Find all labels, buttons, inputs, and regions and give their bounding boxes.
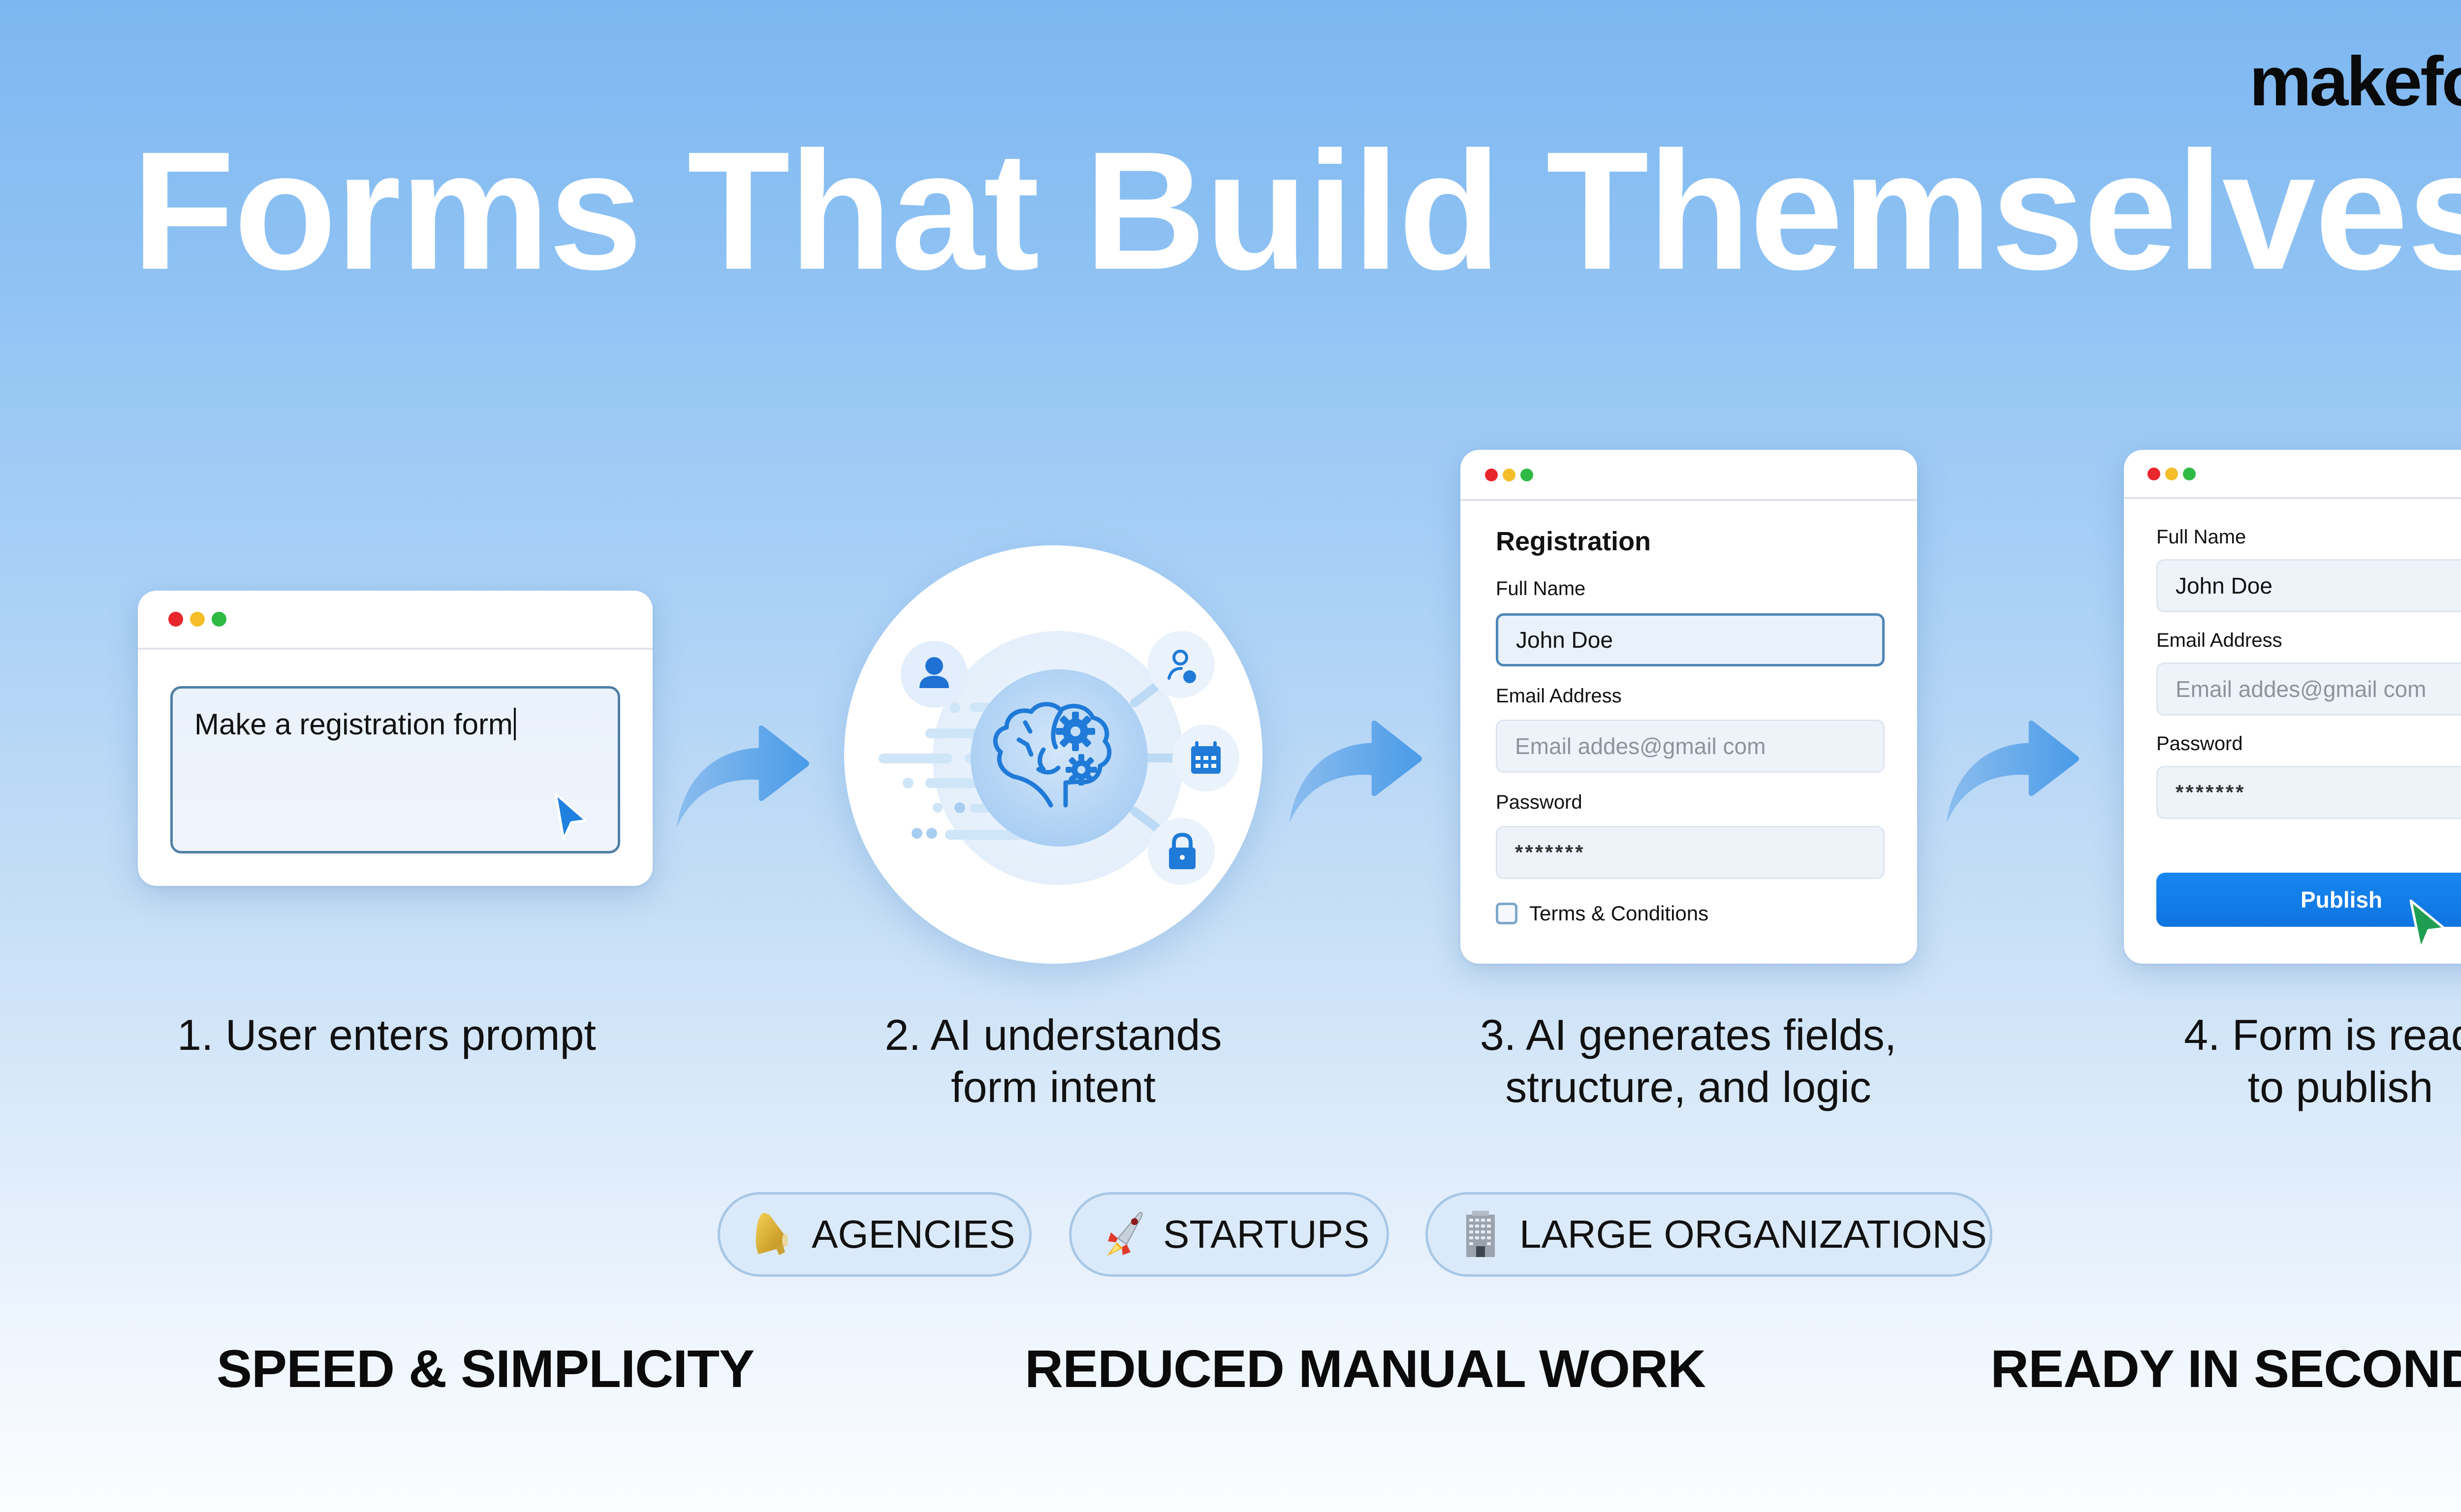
user-settings-icon xyxy=(1148,631,1215,698)
step-2-caption-line-2: form intent xyxy=(951,1063,1156,1111)
window-controls xyxy=(2147,468,2196,480)
window-titlebar xyxy=(138,591,653,650)
prompt-text: Make a registration form xyxy=(194,707,516,741)
step-4-caption-line-2: to publish xyxy=(2247,1063,2433,1111)
flow-arrow-icon xyxy=(1289,720,1422,823)
brain-gears-icon xyxy=(993,702,1112,808)
brand-name: makeforms xyxy=(2249,42,2461,121)
prompt-value: Make a registration form xyxy=(194,708,513,741)
gears-icon xyxy=(1056,712,1097,786)
user-icon xyxy=(901,641,968,708)
lock-icon xyxy=(1148,818,1215,885)
terms-label: Terms & Conditions xyxy=(1529,902,1709,925)
megaphone-icon xyxy=(756,1213,788,1255)
rocket-icon xyxy=(1107,1212,1143,1256)
full-name-label: Full Name xyxy=(1496,578,1586,599)
window-controls xyxy=(1485,469,1533,481)
email-label: Email Address xyxy=(1496,685,1622,707)
maximize-window-dot[interactable] xyxy=(212,612,226,627)
email-label: Email Address xyxy=(2156,630,2282,651)
audience-label: AGENCIES xyxy=(812,1212,1015,1256)
full-name-input[interactable]: John Doe xyxy=(1496,613,1885,666)
window-controls xyxy=(168,612,226,627)
audience-label: STARTUPS xyxy=(1163,1212,1370,1256)
window-titlebar xyxy=(1460,450,1917,501)
form-heading: Registration xyxy=(1496,527,1651,556)
office-building-icon xyxy=(1466,1211,1495,1257)
minimize-window-dot[interactable] xyxy=(190,612,205,627)
full-name-input[interactable]: John Doe xyxy=(2156,559,2461,612)
terms-checkbox[interactable] xyxy=(1496,903,1517,924)
full-name-label: Full Name xyxy=(2156,526,2246,548)
step-4-caption-line-1: 4. Form is ready xyxy=(2184,1010,2461,1059)
prompt-input[interactable]: Make a registration form xyxy=(170,686,620,853)
minimize-window-dot[interactable] xyxy=(2165,468,2178,480)
step-4-caption: 4. Form is ready to publish xyxy=(2136,1009,2461,1113)
password-label: Password xyxy=(1496,791,1582,813)
step-1-caption-line: 1. User enters prompt xyxy=(177,1010,596,1059)
mouse-pointer-icon xyxy=(2409,899,2446,950)
close-window-dot[interactable] xyxy=(1485,469,1498,481)
step-3-caption-line-2: structure, and logic xyxy=(1505,1063,1871,1111)
email-input[interactable]: Email addes@gmail com xyxy=(1496,720,1885,773)
ai-processing-illustration xyxy=(844,545,1262,964)
step-3-caption-line-1: 3. AI generates fields, xyxy=(1480,1010,1897,1059)
ready-form-window: Full Name John Doe Email Address Email a… xyxy=(2124,450,2461,964)
mouse-pointer-icon xyxy=(554,792,588,841)
flow-arrow-icon xyxy=(1946,720,2079,823)
step-2-caption-line-1: 2. AI understands xyxy=(884,1010,1222,1059)
flow-arrow-icon xyxy=(676,725,809,828)
step-1-caption: 1. User enters prompt xyxy=(177,1009,596,1061)
audience-pill-large-organizations[interactable]: LARGE ORGANIZATIONS xyxy=(1425,1192,1992,1277)
minimize-window-dot[interactable] xyxy=(1503,469,1515,481)
close-window-dot[interactable] xyxy=(2147,468,2160,480)
audience-label: LARGE ORGANIZATIONS xyxy=(1519,1212,1987,1256)
maximize-window-dot[interactable] xyxy=(1520,469,1533,481)
window-titlebar xyxy=(2124,450,2461,499)
password-label: Password xyxy=(2156,733,2243,755)
step-3-caption: 3. AI generates fields, structure, and l… xyxy=(1457,1009,1920,1113)
password-input[interactable]: ******* xyxy=(2156,766,2461,819)
benefit-ready-in-seconds: READY IN SECONDS xyxy=(1990,1339,2461,1398)
audience-pill-agencies[interactable]: AGENCIES xyxy=(718,1192,1032,1277)
close-window-dot[interactable] xyxy=(168,612,183,627)
maximize-window-dot[interactable] xyxy=(2183,468,2196,480)
step-2-caption: 2. AI understands form intent xyxy=(881,1009,1226,1113)
audience-pill-startups[interactable]: STARTUPS xyxy=(1069,1192,1389,1277)
prompt-window: Make a registration form xyxy=(138,591,653,886)
calendar-icon xyxy=(1172,724,1239,791)
email-input[interactable]: Email addes@gmail com xyxy=(2156,662,2461,716)
ai-network-graphic xyxy=(879,631,1239,885)
page-title: Forms That Build Themselves xyxy=(132,117,2461,305)
text-caret xyxy=(513,708,516,740)
password-input[interactable]: ******* xyxy=(1496,826,1885,879)
generated-form-window: Registration Full Name John Doe Email Ad… xyxy=(1460,450,1917,964)
benefit-speed-simplicity: SPEED & SIMPLICITY xyxy=(217,1339,755,1398)
brand-logo: makeforms.io xyxy=(2249,47,2461,117)
benefit-reduced-manual-work: REDUCED MANUAL WORK xyxy=(1025,1339,1706,1398)
